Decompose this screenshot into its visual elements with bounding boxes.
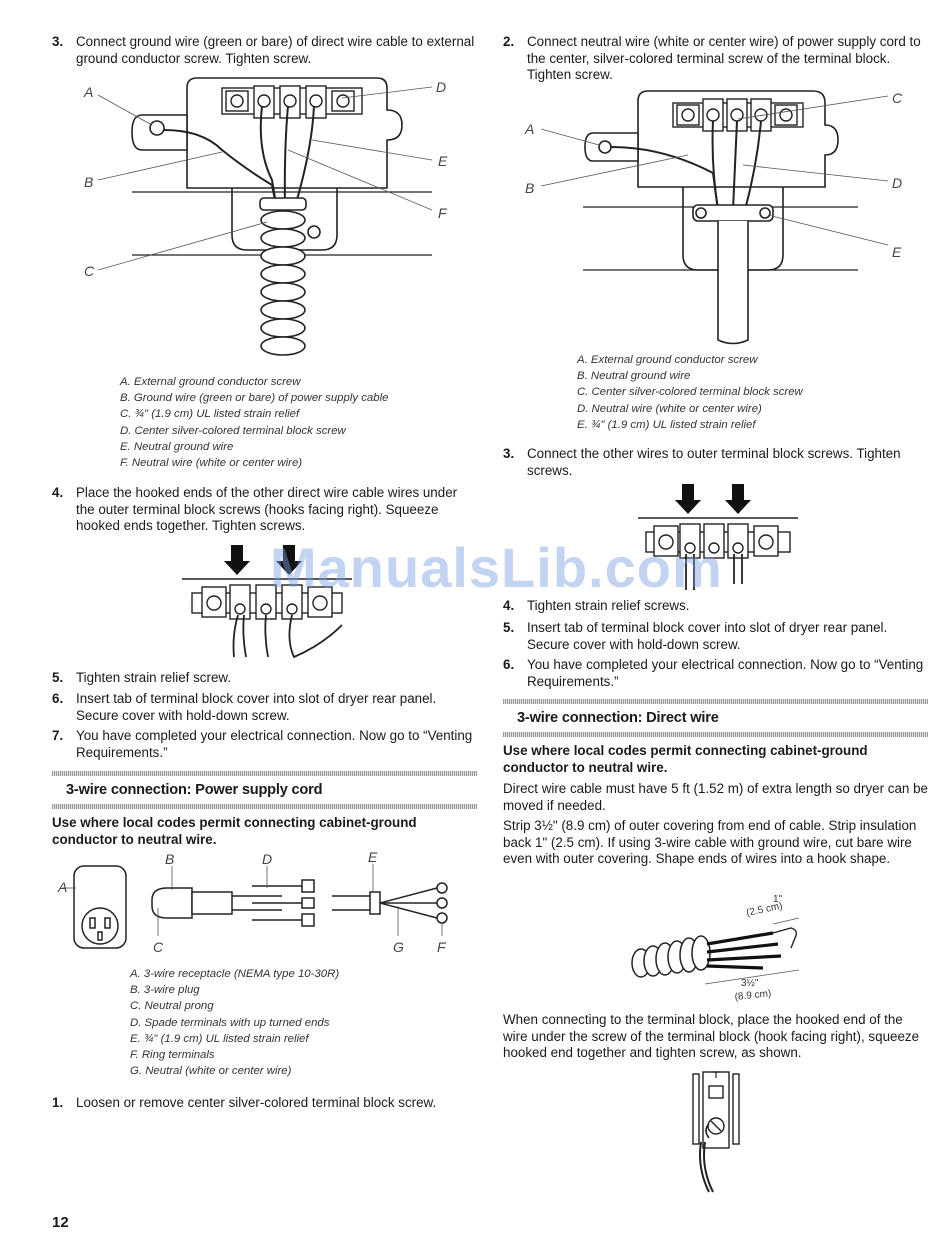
stripped-cable-dimension-diagram: 1" (2.5 cm) 3½" (8.9 cm) bbox=[631, 894, 800, 1003]
label-b: B bbox=[165, 851, 174, 867]
caption-line: D. Spade terminals with up turned ends bbox=[130, 1016, 330, 1029]
left-step-3: 3. Connect ground wire (green or bare) o… bbox=[52, 34, 477, 67]
dim-8-9-cm: (8.9 cm) bbox=[734, 988, 772, 1003]
heading-rule bbox=[52, 804, 477, 809]
caption-line: C. Center silver-colored terminal block … bbox=[577, 386, 803, 399]
label-f: F bbox=[437, 939, 447, 955]
right-step-6: 6. You have completed your electrical co… bbox=[503, 657, 928, 690]
step-text: Loosen or remove center silver-colored t… bbox=[76, 1095, 437, 1110]
page-number: 12 bbox=[52, 1214, 69, 1231]
caption-line: D. Neutral wire (white or center wire) bbox=[577, 402, 762, 415]
step-number: 6. bbox=[52, 691, 64, 706]
extra-length-paragraph: Direct wire cable must have 5 ft (1.52 m… bbox=[503, 781, 928, 813]
label-g: G bbox=[393, 939, 404, 955]
heading-rule bbox=[503, 732, 928, 737]
step-text: You have completed your electrical conne… bbox=[527, 657, 924, 689]
step-number: 5. bbox=[52, 670, 64, 685]
terminal-block-hooks-diagram bbox=[182, 545, 352, 659]
left-step-6: 6. Insert tab of terminal block cover in… bbox=[52, 691, 477, 724]
power-cord-neutral-diagram: A B C D E bbox=[524, 90, 903, 345]
right-step-4: 4. Tighten strain relief screws. bbox=[503, 598, 928, 615]
caption-line: C. Neutral prong bbox=[130, 1000, 214, 1013]
label-a: A bbox=[83, 84, 93, 100]
label-e: E bbox=[892, 244, 902, 260]
fig3-caption: A. 3-wire receptacle (NEMA type 10-30R) … bbox=[130, 966, 339, 1079]
heading-rule bbox=[503, 699, 928, 704]
strip-cable-paragraph: Strip 3½" (8.9 cm) of outer covering fro… bbox=[503, 818, 917, 866]
watermark: ManualsLib.com bbox=[270, 536, 723, 599]
caption-line: E. ¾" (1.9 cm) UL listed strain relief bbox=[577, 418, 756, 431]
dim-1-inch: 1" bbox=[773, 894, 783, 905]
label-d: D bbox=[262, 851, 272, 867]
cabinet-ground-note: Use where local codes permit connecting … bbox=[52, 815, 417, 847]
label-c: C bbox=[153, 939, 164, 955]
heading-text: 3-wire connection: Power supply cord bbox=[66, 782, 323, 798]
label-c: C bbox=[84, 263, 95, 279]
dim-2-5-cm: (2.5 cm) bbox=[745, 901, 783, 919]
caption-line: A. External ground conductor screw bbox=[577, 354, 758, 366]
left-step-7: 7. You have completed your electrical co… bbox=[52, 728, 477, 761]
step-number: 2. bbox=[503, 34, 515, 49]
step-text: Tighten strain relief screws. bbox=[527, 598, 690, 613]
step-number: 1. bbox=[52, 1095, 64, 1110]
left-step-5: 5. Tighten strain relief screw. bbox=[52, 670, 477, 687]
label-e: E bbox=[368, 849, 378, 865]
section-heading-direct-wire: 3-wire connection: Direct wire bbox=[503, 699, 928, 737]
step-number: 3. bbox=[52, 34, 64, 49]
step-number: 6. bbox=[503, 657, 515, 672]
step-number: 7. bbox=[52, 728, 64, 743]
right-step-2: 2. Connect neutral wire (white or center… bbox=[503, 34, 928, 84]
caption-line: C. ¾" (1.9 cm) UL listed strain relief bbox=[120, 408, 300, 421]
caption-line: A. External ground conductor screw bbox=[120, 376, 301, 388]
step-number: 3. bbox=[503, 446, 515, 461]
step-text: Connect neutral wire (white or center wi… bbox=[527, 34, 921, 82]
power-cord-parts-diagram: A B C D E F G bbox=[57, 849, 448, 955]
step-number: 4. bbox=[503, 598, 515, 613]
step-text: Place the hooked ends of the other direc… bbox=[76, 485, 458, 533]
step-text: Connect ground wire (green or bare) of d… bbox=[76, 34, 475, 66]
dim-3-5-inch: 3½" bbox=[741, 978, 759, 989]
label-b: B bbox=[525, 180, 534, 196]
step-text: You have completed your electrical conne… bbox=[76, 728, 473, 760]
caption-line: B. 3-wire plug bbox=[130, 984, 200, 997]
left-step-4: 4. Place the hooked ends of the other di… bbox=[52, 485, 477, 535]
right-step-3: 3. Connect the other wires to outer term… bbox=[503, 446, 928, 479]
step-text: Insert tab of terminal block cover into … bbox=[76, 691, 437, 723]
step-number: 4. bbox=[52, 485, 64, 500]
label-f: F bbox=[438, 205, 448, 221]
caption-line: A. 3-wire receptacle (NEMA type 10-30R) bbox=[130, 968, 340, 980]
heading-text: 3-wire connection: Direct wire bbox=[517, 710, 719, 726]
label-a: A bbox=[57, 879, 67, 895]
label-b: B bbox=[84, 174, 93, 190]
section-heading-power-supply-cord: 3-wire connection: Power supply cord bbox=[52, 771, 477, 809]
hooked-wire-under-screw-diagram bbox=[692, 1071, 740, 1193]
terminal-block-outer-screws-diagram bbox=[638, 484, 798, 590]
label-a: A bbox=[524, 121, 534, 137]
caption-line: B. Ground wire (green or bare) of power … bbox=[120, 392, 389, 405]
direct-wire-ground-diagram: A B C D E F bbox=[83, 77, 448, 356]
right-step-5: 5. Insert tab of terminal block cover in… bbox=[503, 620, 928, 653]
label-c: C bbox=[892, 90, 903, 106]
label-d: D bbox=[892, 175, 902, 191]
hook-connection-paragraph: When connecting to the terminal block, p… bbox=[503, 1012, 920, 1060]
caption-line: E. Neutral ground wire bbox=[120, 440, 234, 453]
heading-rule bbox=[52, 771, 477, 776]
step-text: Insert tab of terminal block cover into … bbox=[527, 620, 888, 652]
caption-line: D. Center silver-colored terminal block … bbox=[120, 424, 346, 437]
fig1-caption: A. External ground conductor screw B. Gr… bbox=[120, 374, 388, 471]
caption-line: E. ¾" (1.9 cm) UL listed strain relief bbox=[130, 1032, 309, 1045]
caption-line: G. Neutral (white or center wire) bbox=[130, 1065, 292, 1078]
fig4-caption: A. External ground conductor screw B. Ne… bbox=[577, 352, 803, 433]
caption-line: B. Neutral ground wire bbox=[577, 370, 691, 383]
left-step-1: 1. Loosen or remove center silver-colore… bbox=[52, 1095, 477, 1112]
step-text: Tighten strain relief screw. bbox=[76, 670, 232, 685]
caption-line: F. Neutral wire (white or center wire) bbox=[120, 457, 303, 470]
cabinet-ground-note: Use where local codes permit connecting … bbox=[503, 743, 868, 775]
label-d: D bbox=[436, 79, 446, 95]
step-number: 5. bbox=[503, 620, 515, 635]
label-e: E bbox=[438, 153, 448, 169]
caption-line: F. Ring terminals bbox=[130, 1049, 215, 1062]
step-text: Connect the other wires to outer termina… bbox=[527, 446, 901, 478]
